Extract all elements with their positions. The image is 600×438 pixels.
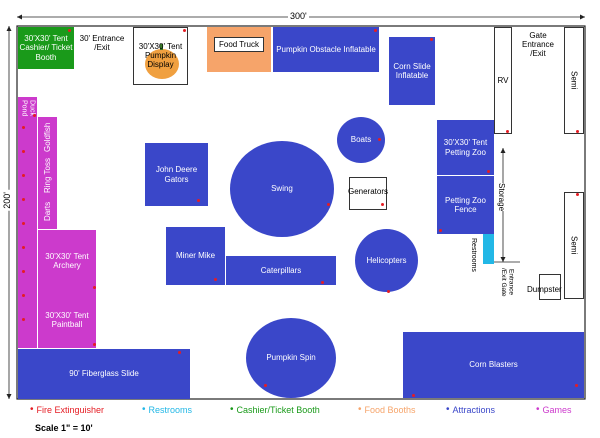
dumpster-label: Dumpster [527,285,562,294]
legend-cashier: • Cashier/Ticket Booth [230,404,320,416]
legend-label: Food Booths [364,405,416,415]
fire-extinguisher-icon [22,270,25,273]
restroom-icon: • [142,404,146,415]
fire-extinguisher-icon [378,138,381,141]
fire-extinguisher-icon [575,384,578,387]
games-icon: • [536,404,540,415]
fire-extinguisher-icon [214,278,217,281]
caterpillars: Caterpillars [226,256,336,285]
helicopters-ride: Helicopters [355,229,418,292]
pumpkin-display-tent: 30'X30' Tent Pumpkin Display [133,27,188,85]
pumpkin-display-label: 30'X30' Tent Pumpkin Display [138,42,183,70]
fire-extinguisher-icon [22,222,25,225]
fire-extinguisher-icon [506,130,509,133]
rv-parking: RV [494,27,512,134]
entrance-exit-gate: Entrance /Exit Gate [500,267,515,297]
fiberglass-slide: 90' Fiberglass Slide [18,349,190,399]
pumpkin-obstacle-inflatable: Pumpkin Obstacle Inflatable [273,27,379,72]
legend-games: • Games [536,404,572,416]
fire-extinguisher-icon [387,290,390,293]
entrance-30-label: 30' Entrance /Exit [79,34,125,53]
legend-label: Games [542,405,572,415]
paintball-tent: 30'X30' Tent Paintball [38,292,96,348]
fire-extinguisher-icon [321,281,324,284]
darts-game: Darts [38,194,57,229]
miner-mike: Miner Mike [166,227,225,285]
legend-label: Cashier/Ticket Booth [236,405,320,415]
legend-label: Fire Extinguisher [36,405,105,415]
fire-extinguisher-icon: • [30,404,34,415]
dumpster-box [539,274,561,300]
fire-extinguisher-icon [430,38,433,41]
fire-extinguisher-icon [439,229,442,232]
duck-pond-game: Duck Pond [18,97,37,119]
food-truck-label: Food Truck [213,37,264,53]
fire-extinguisher-icon [22,294,25,297]
fire-extinguisher-icon [576,130,579,133]
legend-fire-extinguisher: • Fire Extinguisher [30,404,105,416]
games-strip [18,119,37,348]
fire-extinguisher-icon [93,286,96,289]
restrooms [483,234,494,264]
fire-extinguisher-icon [22,126,25,129]
fire-extinguisher-icon [22,174,25,177]
storage-label: Storage [497,183,507,212]
goldfish-game: Goldfish [38,117,57,157]
fire-extinguisher-icon [381,203,384,206]
fire-extinguisher-icon [183,29,186,32]
cashier-icon: • [230,404,234,415]
legend-label: Attractions [452,405,496,415]
fire-extinguisher-icon [33,114,36,117]
width-dimension: 300' [288,11,309,21]
semi-top-parking: Semi [564,27,584,134]
food-truck-area: Food Truck [207,27,271,72]
legend-restrooms: • Restrooms [142,404,193,416]
petting-zoo-tent: 30'X30' Tent Petting Zoo [437,120,494,175]
fire-extinguisher-icon [22,318,25,321]
fire-extinguisher-icon [487,170,490,173]
fire-extinguisher-icon [197,199,200,202]
fire-extinguisher-icon [178,351,181,354]
fire-extinguisher-icon [264,384,267,387]
fire-extinguisher-icon [68,29,71,32]
fire-extinguisher-icon [22,150,25,153]
food-booth-icon: • [358,404,362,415]
swing-ride: Swing [230,141,334,237]
fire-extinguisher-icon [22,246,25,249]
john-deere-gators: John Deere Gators [145,143,208,206]
fire-extinguisher-icon [327,203,330,206]
boats-ride: Boats [337,117,385,163]
corn-slide-inflatable: Corn Slide Inflatable [389,37,435,105]
fire-extinguisher-icon [374,29,377,32]
legend-attractions: • Attractions [446,404,496,416]
map-scale: Scale 1" = 10' [35,423,93,433]
corn-blasters: Corn Blasters [403,332,584,398]
archery-tent: 30'X30' Tent Archery [38,230,96,292]
pumpkin-icon [145,49,179,79]
attraction-icon: • [446,404,450,415]
generators-area: Generators [348,177,388,210]
petting-zoo-fence: Petting Zoo Fence [437,176,494,234]
fire-extinguisher-icon [22,198,25,201]
fire-extinguisher-icon [576,193,579,196]
restrooms-label: Restrooms [470,238,478,272]
legend-label: Restrooms [148,405,193,415]
pumpkin-spin-ride: Pumpkin Spin [246,318,336,398]
height-dimension: 200' [2,190,12,211]
ring-toss-game: Ring Toss [38,157,57,194]
pumpkin-stem-icon [160,44,163,50]
fire-extinguisher-icon [93,343,96,346]
legend-food-booths: • Food Booths [358,404,416,416]
cashier-ticket-booth-tent: 30'X30' Tent Cashier/ Ticket Booth [18,27,74,69]
semi-bottom-parking: Semi [564,192,584,299]
fire-extinguisher-icon [412,394,415,397]
gate-entrance-label: Gate Entrance /Exit [521,31,555,59]
